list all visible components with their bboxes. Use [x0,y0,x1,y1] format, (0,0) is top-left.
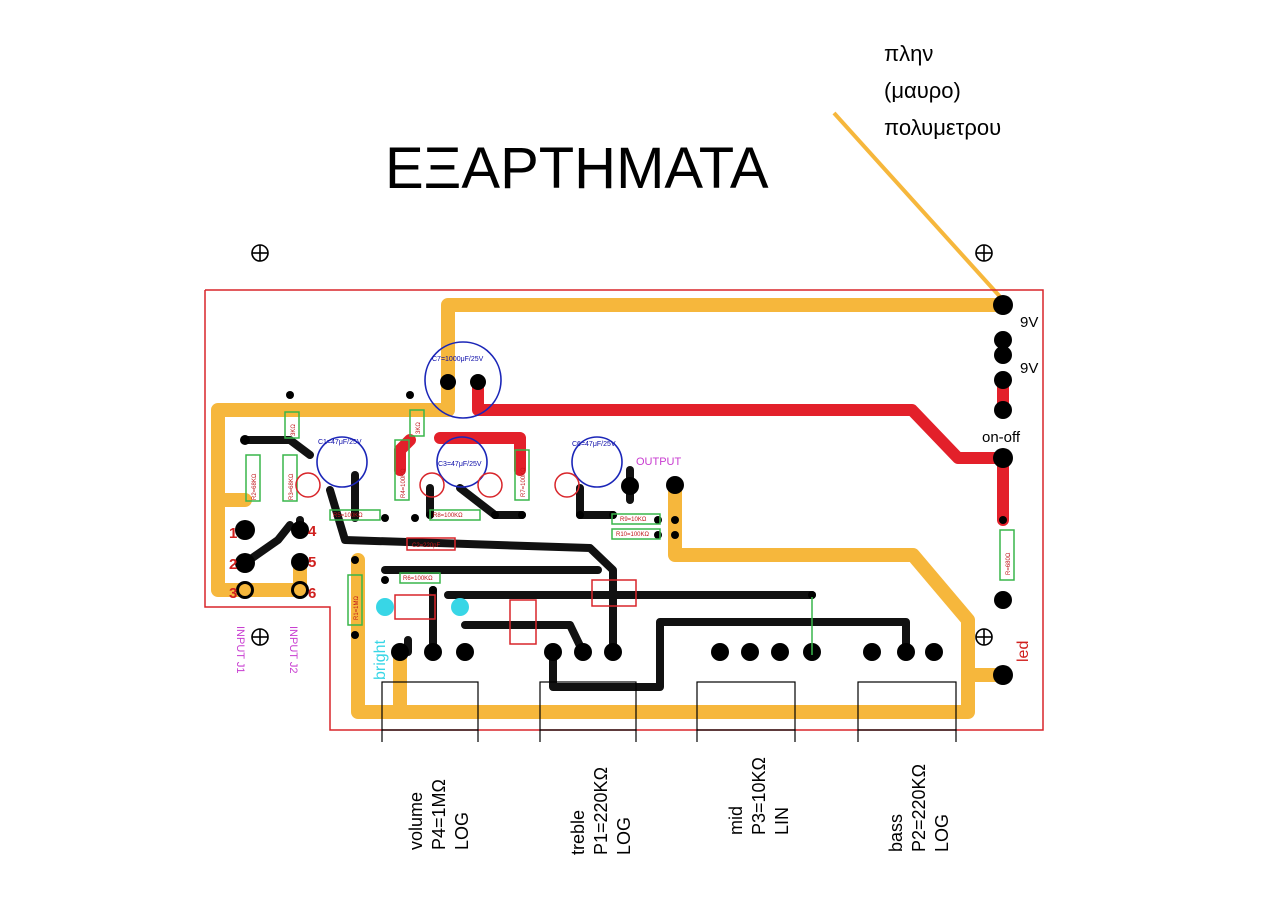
resistor-led-label: R=680Ω [1006,552,1012,575]
capacitor-c3: C3=47μF/25V [436,436,488,488]
orange-pads [239,584,306,596]
ground-note-line-3: πολυμετρου [884,115,1001,140]
power-traces [394,374,1009,526]
resistors [245,409,1015,626]
pot-mid-name: mid [726,806,746,835]
signal-traces [241,436,910,691]
label-9v-b: 9V [1020,360,1038,377]
label-9v-a: 9V [1020,314,1038,331]
small-capacitors [295,472,637,645]
resistor-r2-label: R2=68KΩ [252,473,258,500]
ground-note-line-2: (μαυρο) [884,78,961,103]
board-outline [204,289,1044,731]
pin-number-1: 1 [229,525,237,542]
pot-treble-value: P1=220KΩ [591,767,611,855]
pot-label-treble: treble P1=220KΩ LOG [568,767,634,855]
label-led: led [1015,641,1032,662]
capacitor-c3-label: C3=47μF/25V [438,461,482,468]
pot-volume-name: volume [406,792,426,850]
capacitor-c1: C1=47μF/25V [316,436,368,488]
resistor-r3-label: R3=68KΩ [289,473,295,500]
resistor-r9-label: R9=10KΩ [620,517,647,523]
capacitor-c7-label: C7=1000μF/25V [432,356,484,363]
pot-mid-value: P3=10KΩ [749,757,769,835]
pot-bass-taper: LOG [932,814,952,852]
label-input-j2: INPUT J2 [287,626,299,673]
pin-number-2: 2 [229,556,237,573]
pads [235,295,1013,685]
resistor-3k-a-label: 3KΩ [291,424,297,436]
bright-pad-1 [376,598,394,616]
ground-probe-wire [832,111,1005,302]
resistor-r7-label: R7=100KΩ [521,467,527,497]
pot-bass-name: bass [886,814,906,852]
label-input-j1: INPUT J1 [234,626,246,673]
resistor-r6-label: R6=100KΩ [403,576,433,582]
pot-label-bass: bass P2=220KΩ LOG [886,764,952,852]
resistor-r4-label: R4=100KΩ [401,468,407,498]
pot-label-mid: mid P3=10KΩ LIN [726,757,792,835]
capacitor-c6: C6=47μF/25V [571,436,623,488]
label-bright: bright [372,639,389,680]
capacitor-c6-label: C6=47μF/25V [572,441,616,448]
pot-volume-taper: LOG [452,812,472,850]
capacitor-c7: C7=1000μF/25V [424,341,502,419]
pot-volume-value: P4=1MΩ [429,779,449,850]
pot-treble-name: treble [568,810,588,855]
mounting-hole-icon [251,628,269,646]
capacitor-c1-label: C1=47μF/25V [318,439,362,446]
potentiometer-outlines [381,681,957,742]
mounting-hole-icon [975,628,993,646]
pot-bass-value: P2=220KΩ [909,764,929,852]
resistor-3k-b-label: 3KΩ [416,422,422,434]
mounting-hole-icon [251,244,269,262]
resistor-r8-label: R8=100KΩ [433,513,463,519]
mounting-hole-icon [975,244,993,262]
pin-number-5: 5 [308,554,316,571]
bright-pad-2 [451,598,469,616]
resistor-r5-label: R5=100KΩ [333,513,363,519]
page-title: ΕΞΑΡΤΗΜΑΤΑ [385,136,769,201]
pin-number-4: 4 [308,523,317,540]
resistor-r10-label: R10=100KΩ [616,532,650,538]
pot-treble-taper: LOG [614,817,634,855]
pin-number-3: 3 [229,585,237,602]
resistor-r1-label: R1=1MΩ [354,595,360,620]
pot-mid-taper: LIN [772,807,792,835]
capacitor-c2-label: C2=220pF [412,543,441,549]
label-on-off: on-off [982,429,1021,446]
pot-label-volume: volume P4=1MΩ LOG [406,779,472,850]
ground-note-line-1: πλην [884,41,933,66]
label-output: OUTPUT [636,456,682,468]
pin-number-6: 6 [308,585,316,602]
